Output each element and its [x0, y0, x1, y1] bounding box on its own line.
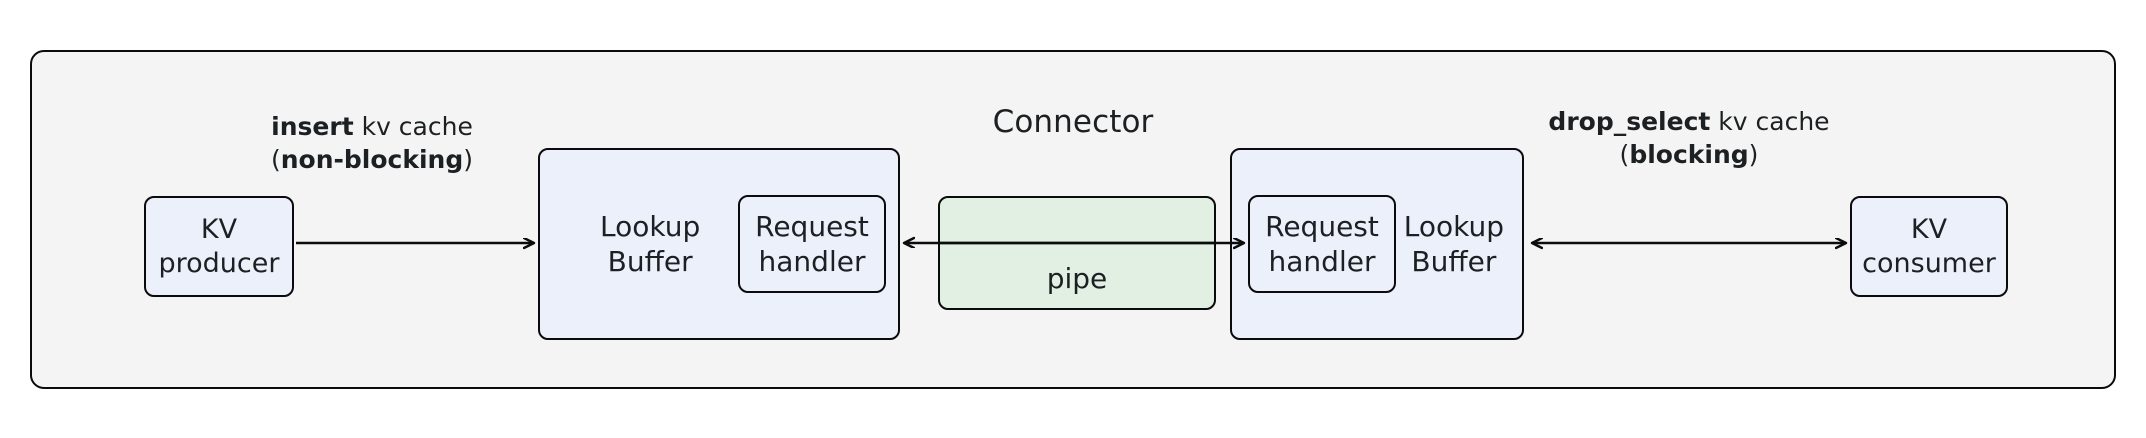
edge-label-drop-select: drop_select kv cache (blocking)	[1528, 105, 1850, 171]
request-handler-right-line2: handler	[1268, 245, 1376, 278]
edge-label-insert-bold2: non-blocking	[280, 145, 464, 174]
kv-consumer-line2: consumer	[1862, 247, 1996, 279]
request-handler-right-label: Request handler	[1265, 209, 1379, 279]
edge-label-insert-open-paren: (	[270, 145, 281, 174]
edge-label-insert: insert kv cache (non-blocking)	[222, 110, 522, 176]
lookup-buffer-left-line2: Buffer	[607, 245, 693, 278]
node-pipe[interactable]: pipe	[938, 196, 1216, 310]
lookup-buffer-right-line1: Lookup	[1403, 210, 1504, 243]
edge-label-drop-close-paren: )	[1748, 140, 1759, 169]
request-handler-left-line2: handler	[758, 245, 866, 278]
node-request-handler-left[interactable]: Request handler	[738, 195, 886, 293]
lookup-buffer-right-label: Lookup Buffer	[1404, 209, 1504, 279]
request-handler-left-line1: Request	[755, 210, 869, 243]
pipe-label: pipe	[1046, 262, 1108, 295]
edge-label-drop-line2: (blocking)	[1528, 138, 1850, 171]
edge-label-drop-bold2: blocking	[1629, 140, 1749, 169]
kv-producer-line2: producer	[158, 247, 280, 279]
node-request-handler-right[interactable]: Request handler	[1248, 195, 1396, 293]
edge-label-insert-close-paren: )	[463, 145, 474, 174]
lookup-buffer-right-line2: Buffer	[1411, 245, 1497, 278]
kv-consumer-label: KV consumer	[1862, 213, 1996, 281]
kv-consumer-line1: KV	[1910, 213, 1948, 245]
edge-label-insert-plain: kv cache	[353, 112, 473, 141]
lookup-buffer-left-line1: Lookup	[600, 210, 701, 243]
edge-label-insert-line2: (non-blocking)	[222, 143, 522, 176]
kv-producer-line1: KV	[200, 213, 238, 245]
request-handler-right-line1: Request	[1265, 210, 1379, 243]
edge-label-insert-bold: insert	[271, 112, 354, 141]
connector-title: Connector	[992, 104, 1154, 140]
edge-label-drop-plain: kv cache	[1710, 107, 1830, 136]
node-kv-producer[interactable]: KV producer	[144, 196, 294, 297]
kv-producer-label: KV producer	[159, 213, 280, 281]
edge-label-drop-line1: drop_select kv cache	[1528, 105, 1850, 138]
node-kv-consumer[interactable]: KV consumer	[1850, 196, 2008, 297]
lookup-buffer-left-label: Lookup Buffer	[600, 209, 700, 279]
request-handler-left-label: Request handler	[755, 209, 869, 279]
edge-label-drop-open-paren: (	[1619, 140, 1630, 169]
edge-label-drop-bold: drop_select	[1548, 107, 1711, 136]
edge-label-insert-line1: insert kv cache	[222, 110, 522, 143]
